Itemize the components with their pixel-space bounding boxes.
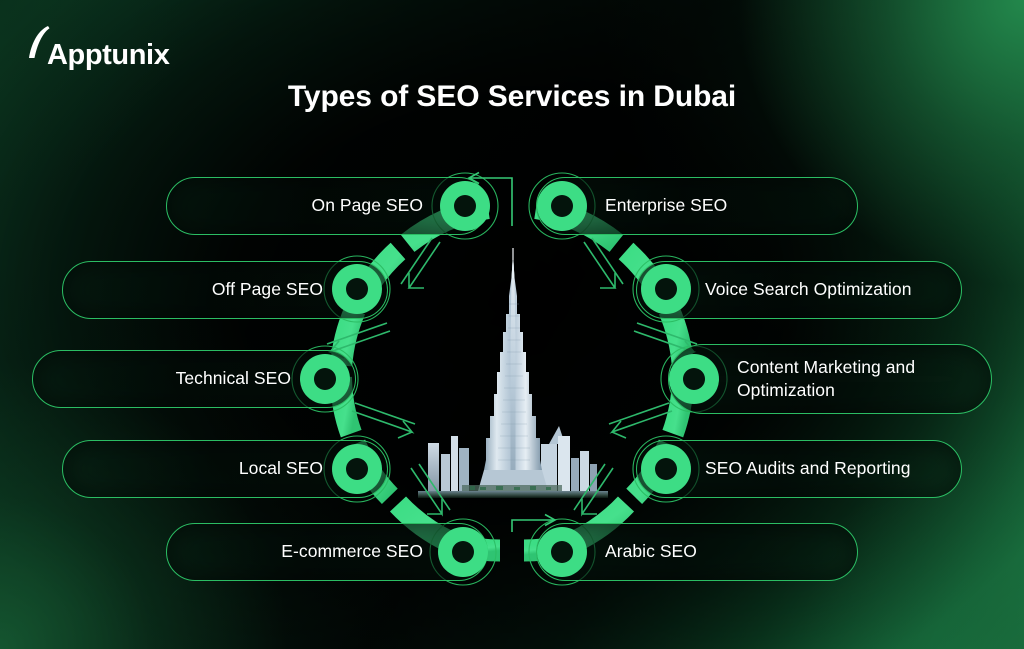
burj-khalifa-dubai-skyline-image — [418, 248, 608, 498]
service-label: Off Page SEO — [211, 279, 323, 300]
apptunix-arc-logo-icon — [26, 22, 66, 71]
service-label: Voice Search Optimization — [705, 279, 912, 300]
brand-logo: Apptunix — [26, 22, 170, 71]
node-enterprise-seo[interactable] — [537, 181, 587, 231]
service-label: Content Marketing and Optimization — [737, 356, 916, 400]
service-label: Local SEO — [238, 458, 323, 479]
node-seo-audits-and-reporting[interactable] — [641, 444, 691, 494]
brand-name: Apptunix — [47, 39, 170, 71]
node-content-marketing[interactable] — [669, 354, 719, 404]
service-label: Enterprise SEO — [605, 195, 728, 216]
node-arabic-seo[interactable] — [537, 527, 587, 577]
node-technical-seo[interactable] — [300, 354, 350, 404]
node-on-page-seo[interactable] — [440, 181, 490, 231]
page-title: Types of SEO Services in Dubai — [287, 80, 737, 113]
service-label: Technical SEO — [175, 368, 291, 389]
node-voice-search-optimization[interactable] — [641, 264, 691, 314]
node-off-page-seo[interactable] — [332, 264, 382, 314]
node-ecommerce-seo[interactable] — [438, 527, 488, 577]
node-local-seo[interactable] — [332, 444, 382, 494]
service-label: SEO Audits and Reporting — [705, 458, 911, 479]
